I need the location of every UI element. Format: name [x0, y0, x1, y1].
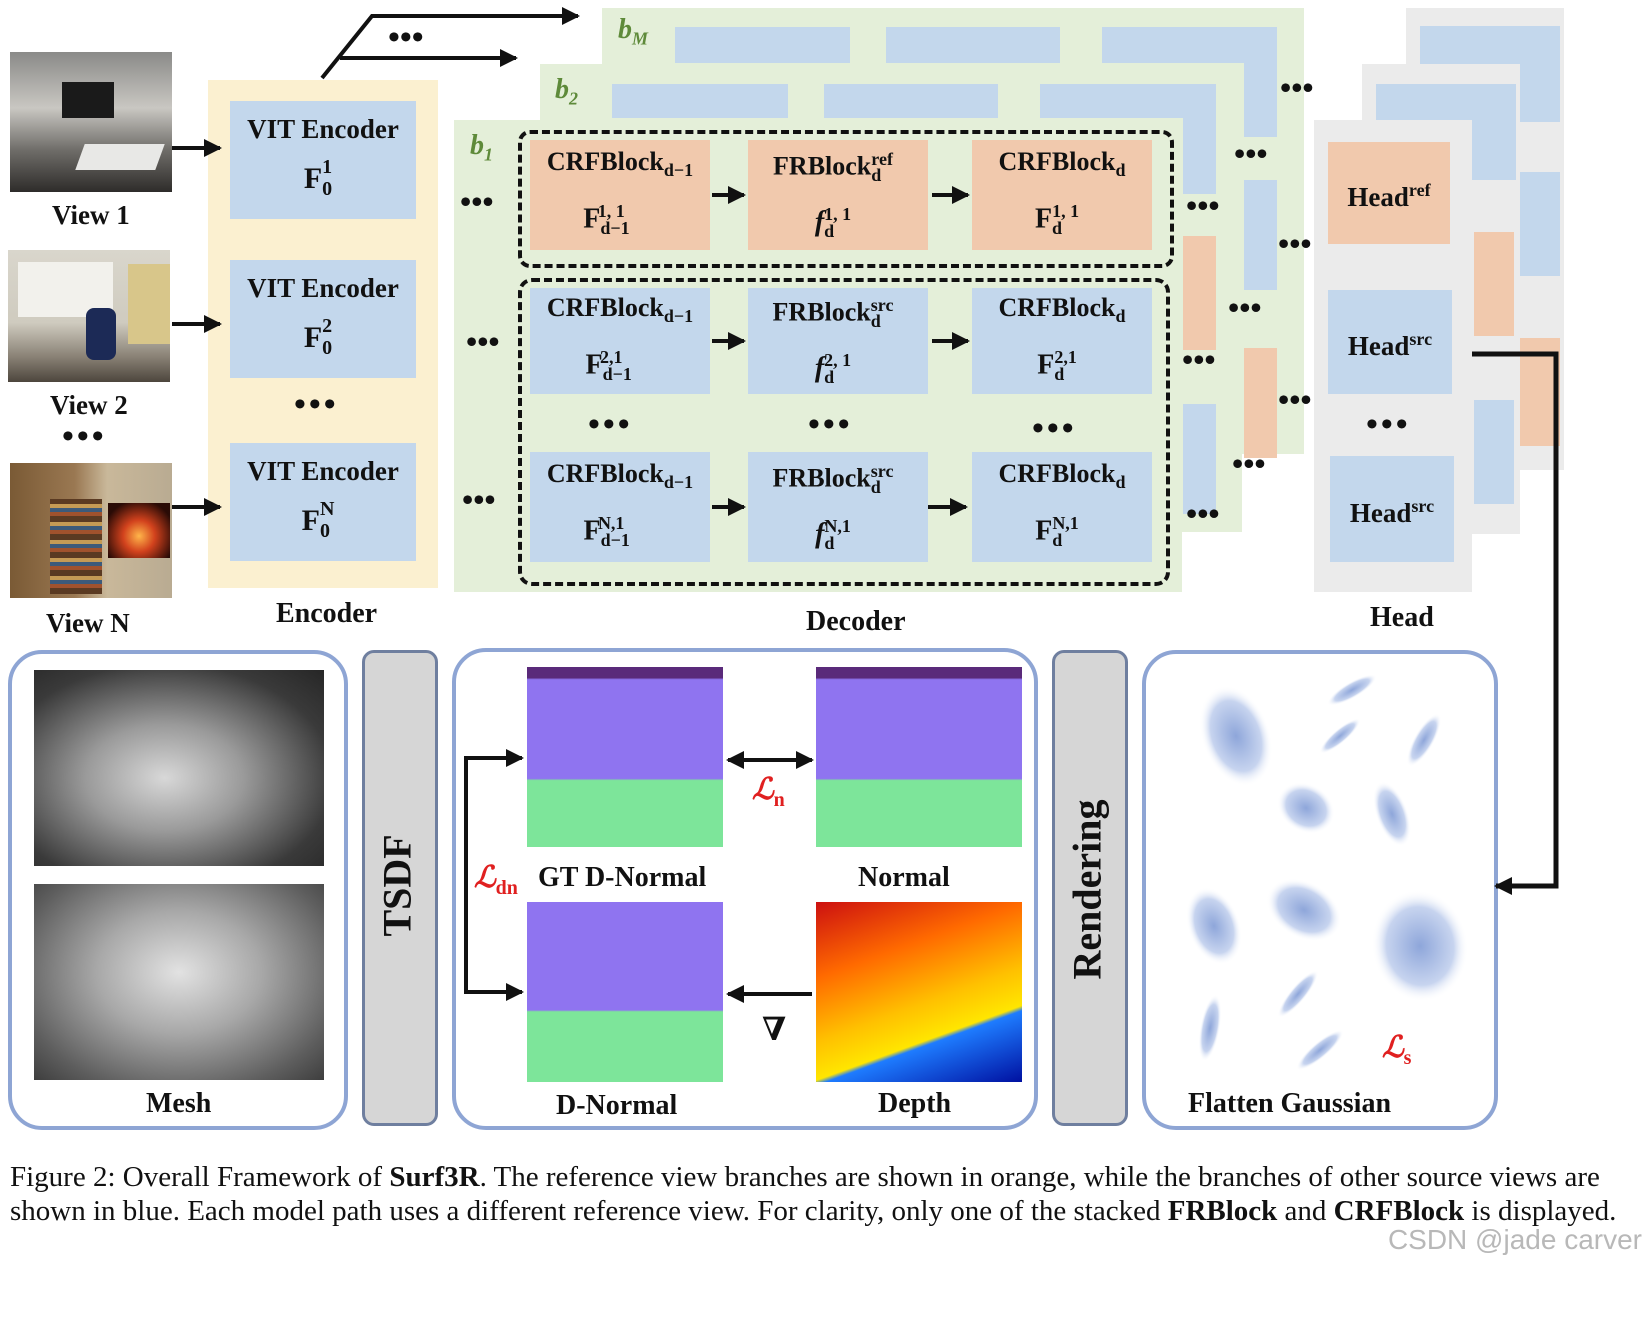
encoder-feature-2: F02	[303, 315, 333, 359]
depth-label: Depth	[878, 1088, 952, 1119]
caption-and: and	[1277, 1195, 1334, 1227]
gradient-symbol: ∇	[762, 1011, 787, 1047]
rendering-bar	[1052, 650, 1128, 1126]
view-n-image	[10, 463, 172, 598]
mesh-image-1	[34, 670, 324, 866]
loss-n: ℒn	[752, 773, 785, 811]
srcn-frblock: FRBlockdsrc fdN,1	[748, 452, 928, 562]
view-2-image	[8, 250, 170, 382]
head-mid-bar-ref	[1474, 232, 1514, 336]
caption-frblock: FRBlock	[1167, 1195, 1278, 1227]
view-n-label: View N	[46, 608, 130, 638]
head-label: Head	[1370, 602, 1434, 633]
tsdf-bar	[362, 650, 438, 1126]
head-src-block-n: Headsrc	[1330, 456, 1454, 562]
src2-crfblock-prev: CRFBlockd−1 Fd−12,1	[530, 288, 710, 394]
head-mid-bar	[1474, 400, 1514, 504]
encoder-block-n: VIT Encoder F0N	[230, 443, 416, 561]
fanout-ellipsis: •••	[388, 19, 424, 56]
head-src-block-1: Headsrc	[1328, 290, 1452, 394]
encoder-block-1: VIT Encoder F01	[230, 101, 416, 219]
layer-label-m: bM	[618, 14, 649, 49]
normal-image	[816, 667, 1022, 847]
layer-m-bar-ref	[1244, 348, 1277, 458]
encoder-ellipsis: •••	[294, 386, 339, 423]
head-back-bar-ref	[1520, 338, 1560, 446]
ref-crfblock-prev: CRFBlockd−1 Fd−11, 1	[530, 140, 710, 250]
ref-branch-group	[518, 130, 1174, 268]
layer-2-bar	[1183, 404, 1216, 514]
figure-caption: Figure 2: Overall Framework of Surf3R. T…	[10, 1160, 1640, 1228]
layer-m-bar	[1244, 180, 1277, 290]
layer-label-1: b1	[470, 130, 493, 165]
ref-crfblock-next: CRFBlockd Fd1, 1	[972, 140, 1152, 250]
decoder-label: Decoder	[806, 606, 906, 637]
layer-m-bar	[886, 27, 1060, 63]
ref-frblock: FRBlockdref fd1, 1	[748, 140, 928, 250]
mesh-image-2	[34, 884, 324, 1080]
watermark: CSDN @jade carver	[1387, 1224, 1642, 1255]
row-ellipsis: •••	[588, 406, 633, 443]
layer-2-bar	[824, 84, 998, 118]
encoder-block-title: VIT Encoder	[247, 456, 399, 486]
head-back-bar	[1520, 172, 1560, 276]
srcn-crfblock-next: CRFBlockd FdN,1	[972, 452, 1152, 562]
layer-2-bar	[1183, 84, 1216, 194]
encoder-block-title: VIT Encoder	[247, 114, 399, 144]
caption-mid: . The reference view branches are shown …	[10, 1161, 1600, 1227]
src-branch-group	[518, 278, 1170, 586]
flatten-gaussian-label: Flatten Gaussian	[1188, 1088, 1392, 1119]
layer-2-bar-ref	[1183, 236, 1216, 350]
dnormal-image	[527, 902, 723, 1082]
gt-dnormal-label: GT D-Normal	[538, 862, 707, 893]
depth-image	[816, 902, 1022, 1082]
loss-s: ℒs	[1382, 1031, 1412, 1069]
encoder-feature-1: F01	[303, 156, 333, 200]
loss-dn: ℒdn	[474, 861, 518, 899]
head-ref-block: Headref	[1328, 142, 1450, 244]
dnormal-label: D-Normal	[556, 1090, 678, 1121]
gt-dnormal-image	[527, 667, 723, 847]
src2-frblock: FRBlockdsrc fd2, 1	[748, 288, 928, 394]
tsdf-label: TSDF	[374, 834, 420, 937]
row-ellipsis: •••	[808, 406, 853, 443]
srcn-crfblock-prev: CRFBlockd−1 Fd−1N,1	[530, 452, 710, 562]
normal-label: Normal	[858, 862, 950, 893]
caption-prefix: Figure 2: Overall Framework of	[10, 1161, 390, 1193]
encoder-block-2: VIT Encoder F02	[230, 260, 416, 378]
encoder-feature-n: F0N	[301, 498, 335, 542]
view-2-label: View 2	[50, 390, 128, 420]
layer-label-2: b2	[555, 74, 578, 109]
row-ellipsis: •••	[1032, 410, 1077, 447]
src2-crfblock-next: CRFBlockd Fd2,1	[972, 288, 1152, 394]
layer-m-bar	[675, 27, 850, 63]
caption-crfblock: CRFBlock	[1333, 1195, 1465, 1227]
caption-name: Surf3R	[389, 1161, 480, 1193]
layer-m-bar	[1244, 27, 1277, 137]
head-ellipsis: •••	[1366, 406, 1411, 443]
encoder-label: Encoder	[276, 598, 378, 629]
mesh-label: Mesh	[146, 1088, 212, 1119]
rendering-label: Rendering	[1064, 799, 1110, 980]
layer-2-bar	[612, 84, 788, 118]
gaussian-panel	[1142, 650, 1498, 1130]
view-1-image	[10, 52, 172, 192]
view-1-label: View 1	[52, 200, 130, 230]
views-ellipsis: •••	[62, 418, 107, 455]
encoder-block-title: VIT Encoder	[247, 273, 399, 303]
caption-suffix: is displayed.	[1464, 1195, 1617, 1227]
